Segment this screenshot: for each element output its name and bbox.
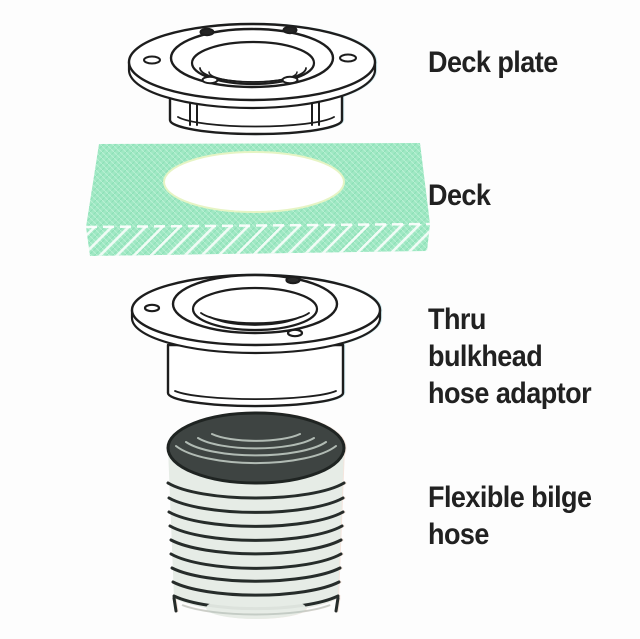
deck-edge-highlight [85,222,431,229]
label-flexible-bilge-hose: Flexible bilge hose [428,481,592,551]
flexible-bilge-hose-drawing [166,411,346,619]
deck-drawing [85,143,431,256]
hose-bottom-rim [181,604,331,616]
hose-corrugation-ridges [166,481,346,613]
label-thru-bulkhead-hose-adaptor: Thru bulkhead hose adaptor [428,303,592,410]
adaptor-bore [191,286,319,332]
deck-plate-bolt-holes [143,25,357,85]
deck-plate-opening [190,40,316,86]
hose-body [166,448,346,619]
hose-interior-corrugation [175,433,337,465]
hose-opening [166,411,346,485]
adaptor-neck [166,343,345,408]
deck-plate-line-art [127,22,377,136]
label-deck-plate: Deck plate [428,46,558,79]
label-deck: Deck [428,179,491,212]
thru-bulkhead-hose-adaptor-drawing [130,273,382,408]
deck-plate-drawing [127,22,377,136]
adaptor-line-art [130,273,382,408]
deck-front-edge [86,224,430,256]
adaptor-bolt-holes [143,275,304,338]
hose-bottom-fade [206,597,306,619]
deck-cutout-hole [163,151,345,213]
